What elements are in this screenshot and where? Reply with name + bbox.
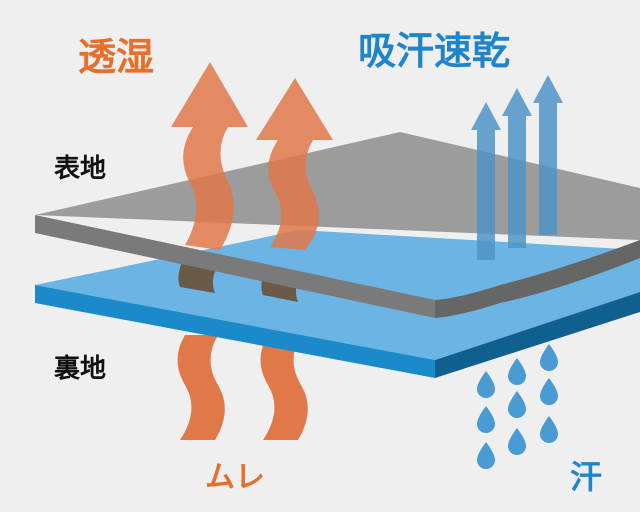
humidity-label: ムレ	[205, 460, 265, 495]
quick-dry-arrows	[471, 75, 563, 260]
moisture-permeable-label: 透湿	[78, 35, 155, 79]
up-arrow-left	[171, 62, 248, 250]
quick-dry-label: 吸汗速乾	[358, 29, 511, 73]
humidity-arrows-upper	[171, 62, 333, 250]
outer-fabric-label: 表地	[54, 154, 107, 184]
blue-arrow-1	[471, 102, 501, 260]
wave-arrow-left-lower	[177, 335, 225, 440]
wave-arrow-right-lower	[260, 335, 308, 440]
blue-arrow-3	[533, 75, 563, 235]
inner-fabric-label: 裏地	[54, 354, 107, 384]
up-arrow-right	[256, 78, 333, 250]
humidity-arrows-lower	[177, 335, 308, 440]
blue-arrow-2	[502, 88, 532, 248]
sweat-label: 汗	[570, 458, 603, 496]
sweat-droplets	[477, 344, 558, 469]
